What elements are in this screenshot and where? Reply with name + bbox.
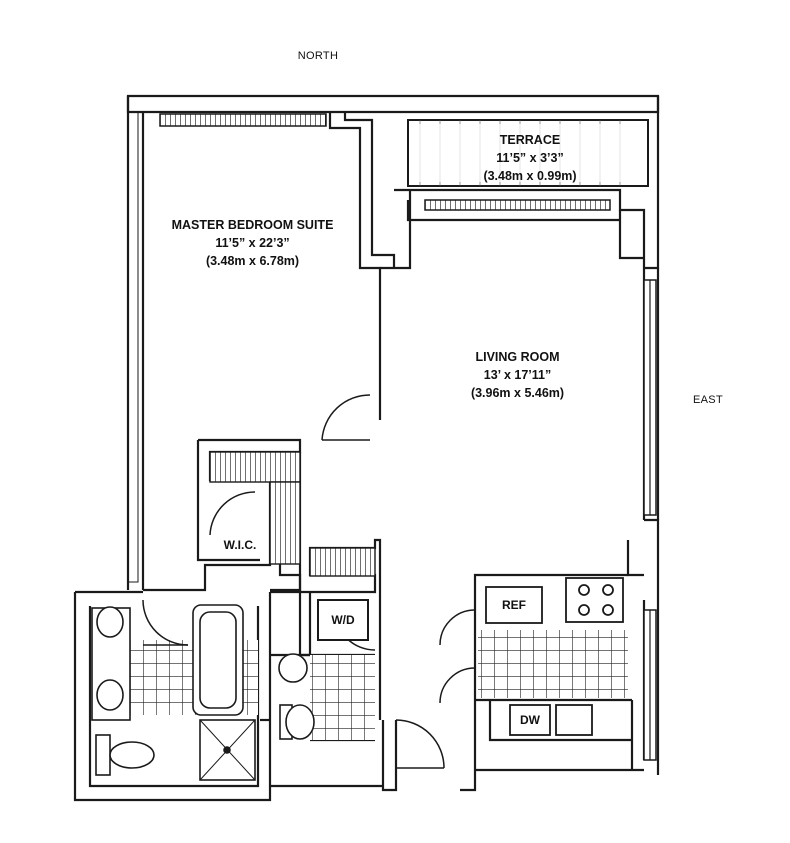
living-room-dims-imperial: 13’ x 17’11” (483, 368, 552, 382)
kitchen-sink-icon (555, 704, 593, 736)
windows (127, 111, 657, 761)
terrace-area (407, 119, 649, 187)
terrace-dims-metric: (3.48m x 0.99m) (483, 169, 577, 183)
sink-icon (278, 653, 308, 683)
kitchen-appliances (485, 577, 624, 736)
dishwasher-label: DW (520, 713, 540, 727)
sink-lower-icon (96, 679, 124, 711)
master-bedroom-label: MASTER BEDROOM SUITE 11’5” x 22’3” (3.48… (145, 216, 360, 270)
living-room-label: LIVING ROOM 13’ x 17’11” (3.96m x 5.46m) (430, 348, 605, 402)
master-bedroom-dims-metric: (3.48m x 6.78m) (205, 254, 300, 268)
north-label: NORTH (297, 50, 339, 62)
living-room-name: LIVING ROOM (475, 350, 560, 364)
refrigerator-label: REF (502, 598, 526, 612)
east-label: EAST (693, 394, 723, 406)
sink-upper-icon (96, 606, 124, 638)
refrigerator-icon (485, 586, 543, 624)
master-bedroom-name: MASTER BEDROOM SUITE (171, 218, 334, 232)
washer-dryer-label: W/D (331, 613, 355, 627)
master-bedroom-dims-imperial: 11’5” x 22’3” (215, 236, 290, 250)
wic-label: W.I.C. (223, 538, 257, 552)
washer-dryer-icon (317, 599, 369, 641)
bath-fixtures (91, 599, 369, 781)
closet-shelving (209, 451, 376, 577)
terrace-label: TERRACE 11’5” x 3’3” (3.48m x 0.99m) (440, 131, 620, 185)
terrace-dims-imperial: 11’5” x 3’3” (496, 151, 564, 165)
terrace-name: TERRACE (499, 133, 561, 147)
living-room-dims-metric: (3.96m x 5.46m) (470, 386, 565, 400)
toilet-icon (95, 734, 111, 776)
dishwasher-icon (509, 704, 551, 736)
cooktop-burner-icon (578, 584, 590, 596)
